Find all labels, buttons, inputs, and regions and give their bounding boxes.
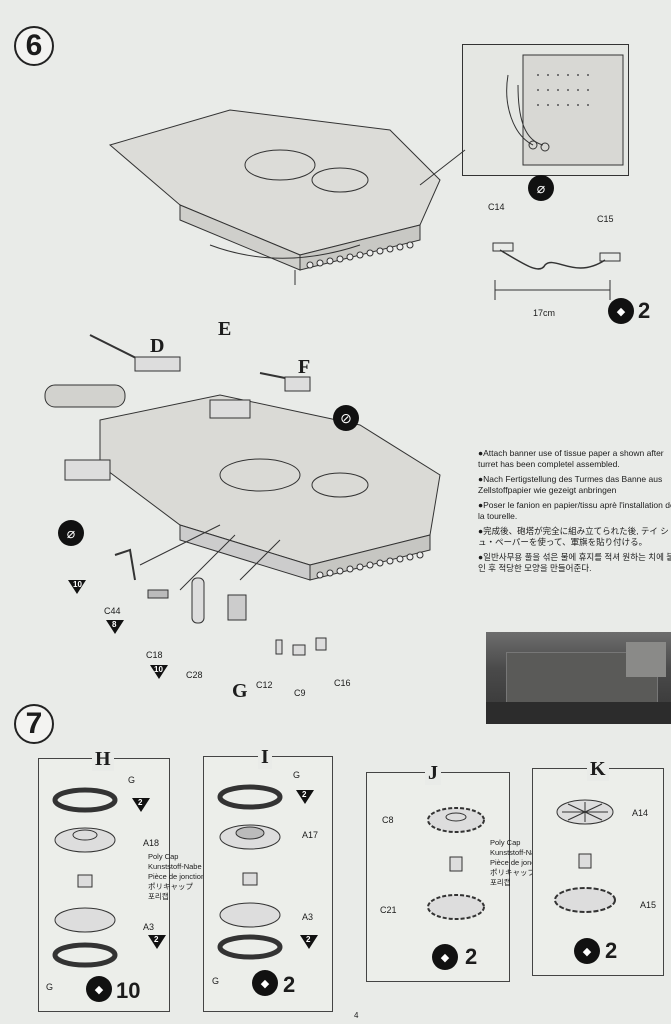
panel-j-letter: J: [425, 762, 441, 785]
polycap-label: Poly Cap Kunststoff-Nabe Pièce de joncti…: [148, 852, 205, 902]
label-g: G: [232, 680, 248, 702]
polycap-label-de: Kunststoff-Nabe: [490, 848, 544, 857]
part-label: A15: [640, 900, 657, 910]
polycap-label-ja: ポリキャップ: [490, 868, 535, 877]
panel-i-letter: I: [258, 746, 272, 769]
triangle-marker: [300, 935, 318, 949]
cable-drawing: [492, 242, 621, 300]
part-label: G: [128, 775, 136, 785]
note-ja: ●完成後、砲塔が完全に組み立てられた後, テイ シュ・ペーパーを使って、軍旗を貼…: [478, 526, 669, 547]
hull-drawing-upper: [108, 109, 441, 285]
turret-drawing: [44, 334, 441, 591]
polycap-label-ja: ポリキャップ: [148, 882, 193, 891]
quantity-icon: ◆: [432, 944, 458, 970]
page-number: 4: [354, 1011, 359, 1020]
triangle-marker: [106, 620, 124, 634]
part-label: G: [212, 976, 220, 986]
panel-h-qty: 10: [116, 978, 141, 1003]
triangle-code: 2: [302, 790, 307, 799]
glue-icon-2: ⌀: [58, 520, 84, 546]
inset-leader-line: [419, 149, 466, 186]
glue-icon: ⌀: [528, 175, 554, 201]
polycap-label-de: Kunststoff-Nabe: [148, 862, 202, 871]
cable-qty: 2: [638, 298, 651, 323]
wheel-assembly-i: [217, 784, 283, 960]
label-f: F: [298, 356, 311, 378]
quantity-icon: ◆: [86, 976, 112, 1002]
triangle-code: 2: [138, 798, 143, 807]
label-d: D: [150, 335, 165, 357]
polycap-label-fr: Pièce de jonction: [148, 872, 206, 881]
part-label-c16: C16: [334, 678, 351, 688]
note-de: ●Nach Fertigstellung des Turmes das Bann…: [478, 474, 663, 495]
part-label: G: [293, 770, 301, 780]
polycap-label-ko: 포리캡: [148, 892, 169, 901]
triangle-marker: [148, 935, 166, 949]
part-label: A14: [632, 808, 649, 818]
quantity-icon: ◆: [252, 970, 278, 996]
reference-photo: [486, 632, 671, 724]
part-label-c28: C28: [186, 670, 203, 680]
panel-k-letter: K: [587, 758, 609, 781]
part-label-c9: C9: [294, 688, 306, 698]
polycap-label-2: Poly Cap Kunststoff-Nabe Pièce de joncti…: [490, 838, 547, 888]
detail-inset-box: [462, 44, 629, 176]
quantity-icon: ◆: [608, 298, 634, 324]
note-en: ●Attach banner use of tissue paper a sho…: [478, 448, 664, 469]
part-label: G: [46, 982, 54, 992]
wheel-assembly-h: [52, 787, 118, 968]
triangle-code-3: 10: [154, 665, 163, 674]
note-fr: ●Poser le fanion en papier/tissu aprè l'…: [478, 500, 671, 521]
step-7-number: 7: [14, 704, 54, 744]
note-ko: ●일반사무용 풀을 섞은 물에 휴지를 적셔 원하는 치에 붙인 후 적당한 모…: [478, 552, 671, 573]
quantity-icon: ◆: [574, 938, 600, 964]
label-e: E: [218, 318, 232, 340]
part-label: A18: [143, 838, 160, 848]
triangle-code: 2: [306, 935, 311, 944]
part-label: A3: [143, 922, 155, 932]
part-label: A3: [302, 912, 314, 922]
part-label: C8: [382, 815, 394, 825]
triangle-code-1: 10: [73, 580, 82, 589]
sprocket-assembly-j: [427, 807, 485, 920]
triangle-marker: [296, 790, 314, 804]
no-glue-icon: ⊘: [333, 405, 359, 431]
part-label-c18: C18: [146, 650, 163, 660]
polycap-label-fr: Pièce de jonction: [490, 858, 548, 867]
panel-h-letter: H: [92, 748, 114, 771]
idler-assembly-k: [554, 799, 616, 913]
part-label-c44: C44: [104, 606, 121, 616]
part-label: C21: [380, 905, 397, 915]
small-parts-drawing: [114, 548, 327, 656]
triangle-code: 2: [154, 935, 159, 944]
assembly-notes: ●Attach banner use of tissue paper a sho…: [478, 448, 671, 574]
part-label: A17: [302, 830, 319, 840]
triangle-marker: [132, 798, 150, 812]
polycap-label-ko: 포리캡: [490, 878, 511, 887]
polycap-label-en: Poly Cap: [490, 838, 521, 847]
panel-k-qty: 2: [605, 938, 618, 963]
cable-part-right-label: C15: [597, 214, 614, 224]
triangle-code-2: 8: [112, 620, 117, 629]
cable-part-left-label: C14: [488, 202, 505, 212]
panel-i-qty: 2: [283, 972, 296, 997]
panel-j-qty: 2: [465, 944, 478, 969]
triangle-marker: [150, 665, 168, 679]
step-6-number: 6: [14, 26, 54, 66]
part-label-c12: C12: [256, 680, 273, 690]
cable-length-label: 17cm: [533, 308, 556, 318]
polycap-label-en: Poly Cap: [148, 852, 179, 861]
triangle-marker: [68, 580, 86, 594]
